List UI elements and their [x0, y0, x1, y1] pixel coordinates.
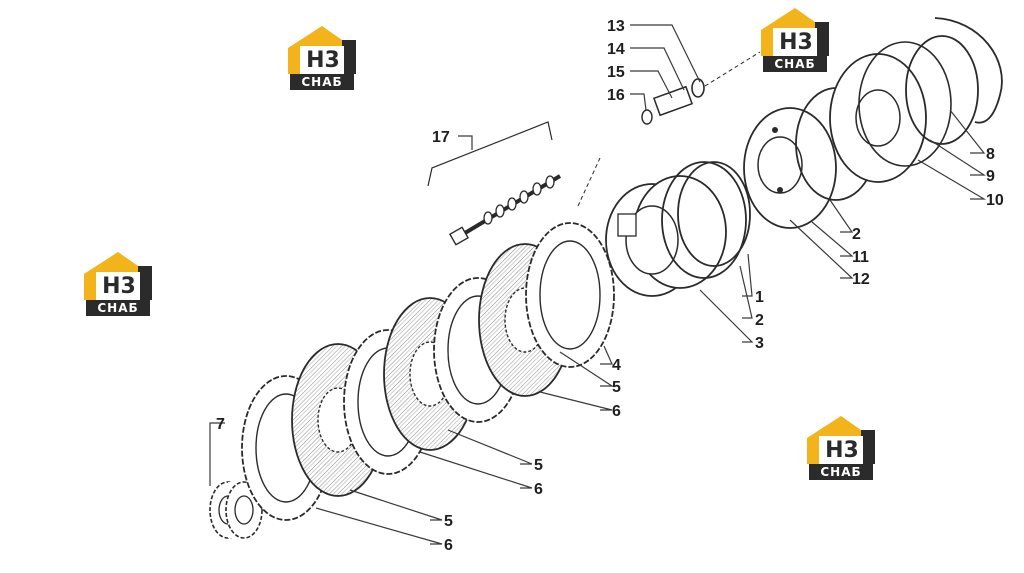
- logo-monogram: H3: [306, 48, 340, 73]
- brand-logo: H3 СНАБ: [80, 250, 156, 322]
- callout-4: 4: [612, 357, 621, 374]
- brand-logo: H3 СНАБ: [284, 24, 360, 96]
- seal-ring: [677, 161, 751, 267]
- logo-text: СНАБ: [86, 300, 150, 316]
- callout-10: 10: [986, 192, 1004, 209]
- logo-monogram: H3: [102, 274, 136, 299]
- callout-1: 1: [755, 289, 764, 306]
- snap-ring: [934, 17, 1003, 124]
- leader-lines: [209, 24, 987, 545]
- callout-15: 15: [607, 64, 625, 81]
- brand-logo: H3 СНАБ: [757, 6, 833, 78]
- logo-text: СНАБ: [763, 56, 827, 72]
- callout-5-top: 5: [612, 379, 621, 396]
- callout-3: 3: [755, 335, 764, 352]
- callout-2-housing: 2: [852, 226, 861, 243]
- logo-house-icon: [288, 26, 356, 74]
- callout-5-middle: 5: [534, 457, 543, 474]
- callout-6-top: 6: [612, 403, 621, 420]
- axis-line: [577, 157, 601, 207]
- valve-assembly: [641, 78, 705, 125]
- callout-6-middle: 6: [534, 481, 543, 498]
- steel-plate-rear: [525, 222, 615, 368]
- logo-house-icon: [761, 8, 829, 56]
- logo-text: СНАБ: [290, 74, 354, 90]
- logo-house-icon: [807, 416, 875, 464]
- logo-house-icon: [84, 252, 152, 300]
- logo-monogram: H3: [779, 30, 813, 55]
- callout-16: 16: [607, 87, 625, 104]
- splined-hub: [209, 481, 263, 539]
- seal-ring: [661, 161, 747, 279]
- callout-8: 8: [986, 146, 995, 163]
- bolt-kit: [427, 121, 562, 246]
- callout-14: 14: [607, 41, 625, 58]
- callout-7: 7: [216, 416, 225, 433]
- cylinder-housing: [743, 107, 837, 229]
- callout-6-bottom: 6: [444, 537, 453, 554]
- seal-ring: [905, 35, 979, 145]
- callout-11: 11: [852, 249, 869, 266]
- callout-17: 17: [432, 129, 450, 146]
- logo-monogram: H3: [825, 438, 859, 463]
- callout-12: 12: [852, 271, 870, 288]
- piston: [605, 175, 727, 297]
- callout-5-bottom: 5: [444, 513, 453, 530]
- back-plate: [829, 41, 952, 183]
- axis-line: [704, 51, 761, 87]
- callout-9: 9: [986, 168, 995, 185]
- brand-logo: H3 СНАБ: [803, 414, 879, 486]
- logo-text: СНАБ: [809, 464, 873, 480]
- callout-13: 13: [607, 18, 625, 35]
- callout-2: 2: [755, 312, 764, 329]
